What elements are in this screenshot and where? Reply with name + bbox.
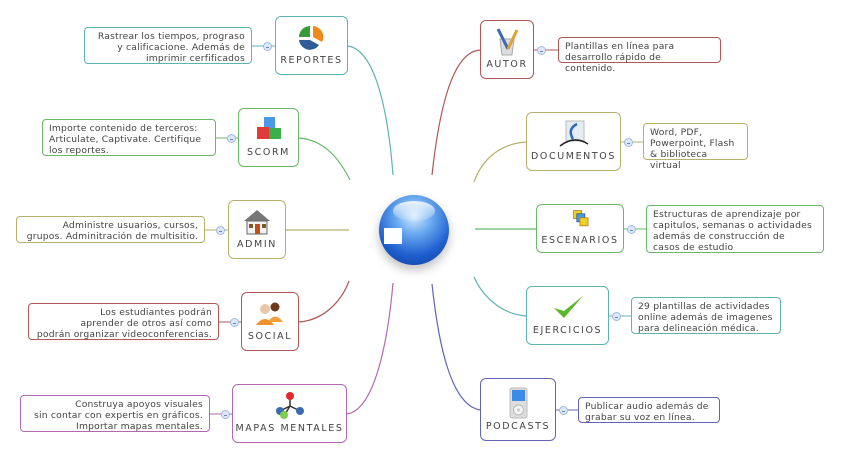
node-label: MAPAS MENTALES bbox=[235, 423, 344, 434]
node-documentos[interactable]: DOCUMENTOS bbox=[526, 112, 621, 171]
sphere-highlight bbox=[393, 201, 435, 221]
note-escenarios: Estructuras de aprendizaje por capitulos… bbox=[646, 205, 824, 253]
note-mapas-mentales: Construya apoyos visuales sin contar con… bbox=[20, 395, 210, 432]
note-social: Los estudiantes podrán aprender de otros… bbox=[28, 303, 219, 340]
central-topic-sphere[interactable] bbox=[379, 195, 449, 265]
pie-chart-icon bbox=[298, 26, 323, 50]
link-documentos bbox=[473, 141, 527, 183]
document-icon bbox=[559, 120, 588, 147]
node-autor[interactable]: AUTOR bbox=[480, 20, 534, 79]
link-mapas bbox=[346, 282, 394, 415]
node-social[interactable]: SOCIAL bbox=[241, 292, 299, 351]
note-reportes: Rastrear los tiempos, prograso y calific… bbox=[84, 27, 252, 64]
node-label: PODCASTS bbox=[485, 421, 551, 432]
link-scorm bbox=[298, 137, 351, 181]
collapse-toggle-podcasts[interactable] bbox=[559, 406, 568, 415]
checkmark-icon bbox=[553, 296, 583, 318]
collapse-toggle-documentos[interactable] bbox=[624, 138, 633, 147]
node-admin[interactable]: ADMIN bbox=[228, 200, 286, 259]
link-podcasts bbox=[431, 283, 481, 411]
note-ejercicios: 29 plantillas de actividades online adem… bbox=[631, 297, 781, 334]
node-label: REPORTES bbox=[280, 55, 343, 66]
node-podcasts[interactable]: PODCASTS bbox=[480, 378, 556, 441]
node-label: DOCUMENTOS bbox=[531, 151, 616, 162]
collapse-toggle-autor[interactable] bbox=[537, 46, 546, 55]
node-escenarios[interactable]: ESCENARIOS bbox=[536, 204, 624, 253]
node-label: ESCENARIOS bbox=[541, 235, 619, 246]
collapse-toggle-social[interactable] bbox=[230, 318, 239, 327]
node-scorm[interactable]: SCORM bbox=[238, 108, 299, 167]
node-mapas-mentales[interactable]: MAPAS MENTALES bbox=[232, 384, 347, 443]
note-scorm: Importe contenido de terceros: Articulat… bbox=[42, 119, 216, 156]
node-label: ADMIN bbox=[237, 239, 277, 250]
windows-icon bbox=[573, 210, 589, 227]
node-label: SOCIAL bbox=[247, 331, 293, 342]
note-podcasts: Publicar audio además de grabar su voz e… bbox=[578, 397, 720, 423]
collapse-toggle-reportes[interactable] bbox=[263, 42, 272, 51]
note-documentos: Word, PDF, Powerpoint, Flash & bibliotec… bbox=[643, 123, 748, 171]
link-autor bbox=[431, 49, 481, 176]
house-icon bbox=[244, 210, 270, 235]
collapse-toggle-mapas-mentales[interactable] bbox=[221, 410, 230, 419]
collapse-toggle-scorm[interactable] bbox=[227, 134, 236, 143]
collapse-toggle-ejercicios[interactable] bbox=[612, 312, 621, 321]
node-label: AUTOR bbox=[486, 59, 528, 70]
note-admin: Administre usuarios, cursos, grupos. Adm… bbox=[16, 216, 205, 243]
link-reportes bbox=[347, 45, 394, 176]
pens-icon bbox=[496, 28, 519, 56]
node-label: SCORM bbox=[247, 147, 290, 158]
mind-map-icon bbox=[275, 392, 304, 419]
users-icon bbox=[256, 302, 283, 325]
node-ejercicios[interactable]: EJERCICIOS bbox=[526, 286, 609, 345]
link-social bbox=[298, 280, 350, 323]
link-ejercicios bbox=[473, 276, 527, 317]
collapse-toggle-escenarios[interactable] bbox=[627, 225, 636, 234]
node-reportes[interactable]: REPORTES bbox=[275, 16, 348, 75]
note-autor: Plantillas en línea para desarrollo rápi… bbox=[558, 37, 721, 74]
sphere-overlay bbox=[384, 228, 402, 244]
collapse-toggle-admin[interactable] bbox=[216, 226, 225, 235]
ipod-icon bbox=[509, 387, 528, 419]
node-label: EJERCICIOS bbox=[532, 325, 603, 336]
cubes-icon bbox=[256, 117, 281, 139]
